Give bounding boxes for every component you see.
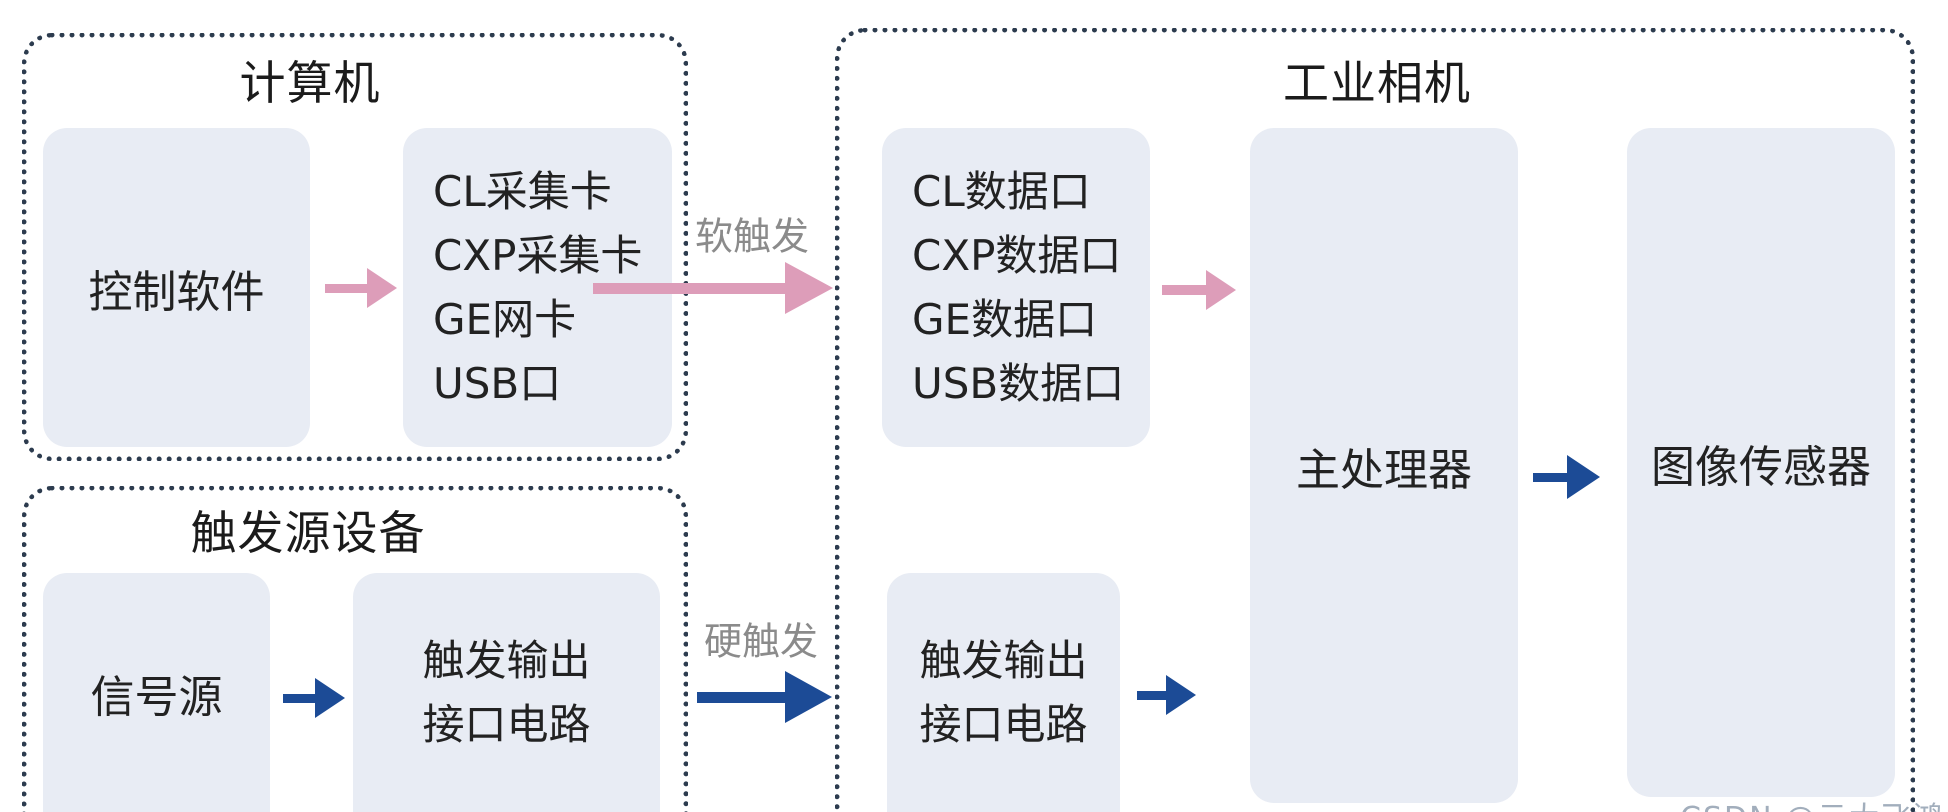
data-port-line: CXP数据口 [912, 230, 1122, 280]
data-port-line: USB数据口 [912, 358, 1125, 408]
arrow-signal-to-output-icon [283, 678, 345, 718]
hard-trigger-label: 硬触发 [703, 619, 819, 664]
signal-source-box: 信号源 [43, 573, 270, 812]
image-sensor-box: 图像传感器 [1627, 128, 1895, 797]
trigger-output-right-box: 触发输出 接口电路 [887, 573, 1120, 812]
arrow-output-to-processor-icon [1137, 675, 1196, 715]
main-processor-box: 主处理器 [1250, 128, 1518, 803]
image-sensor-label: 图像传感器 [1651, 441, 1871, 493]
capture-card-line: USB口 [433, 358, 562, 408]
data-ports-box: CL数据口 CXP数据口 GE数据口 USB数据口 [882, 128, 1150, 447]
trigger-output-line: 接口电路 [919, 699, 1088, 749]
signal-source-label: 信号源 [90, 671, 223, 723]
trigger-source-container [22, 486, 688, 812]
capture-card-line: GE网卡 [433, 294, 577, 344]
arrow-control-to-cards-icon [325, 268, 397, 308]
data-port-line: CL数据口 [912, 166, 1091, 216]
trigger-source-title: 触发源设备 [190, 506, 426, 560]
hard-trigger-arrow-icon [697, 671, 832, 723]
trigger-output-left-box: 触发输出 接口电路 [353, 573, 660, 812]
industrial-camera-title: 工业相机 [1283, 56, 1471, 110]
control-software-box: 控制软件 [43, 128, 310, 447]
trigger-output-line: 触发输出 [422, 635, 591, 685]
soft-trigger-arrow-icon [593, 262, 833, 314]
computer-container [22, 33, 688, 461]
computer-title: 计算机 [239, 56, 381, 110]
capture-cards-box: CL采集卡 CXP采集卡 GE网卡 USB口 [403, 128, 672, 447]
data-port-line: GE数据口 [912, 294, 1098, 344]
arrow-processor-to-sensor-icon [1533, 455, 1600, 499]
arrow-ports-to-processor-icon [1162, 270, 1236, 310]
capture-card-line: CL采集卡 [433, 166, 612, 216]
trigger-output-line: 接口电路 [422, 699, 591, 749]
main-processor-label: 主处理器 [1296, 444, 1472, 496]
watermark: CSDN @云大飞鸿 [1680, 793, 1945, 812]
capture-card-line: CXP采集卡 [433, 230, 643, 280]
industrial-camera-container [835, 28, 1915, 812]
control-software-label: 控制软件 [88, 266, 265, 318]
soft-trigger-label: 软触发 [694, 214, 810, 259]
trigger-output-line: 触发输出 [919, 635, 1088, 685]
